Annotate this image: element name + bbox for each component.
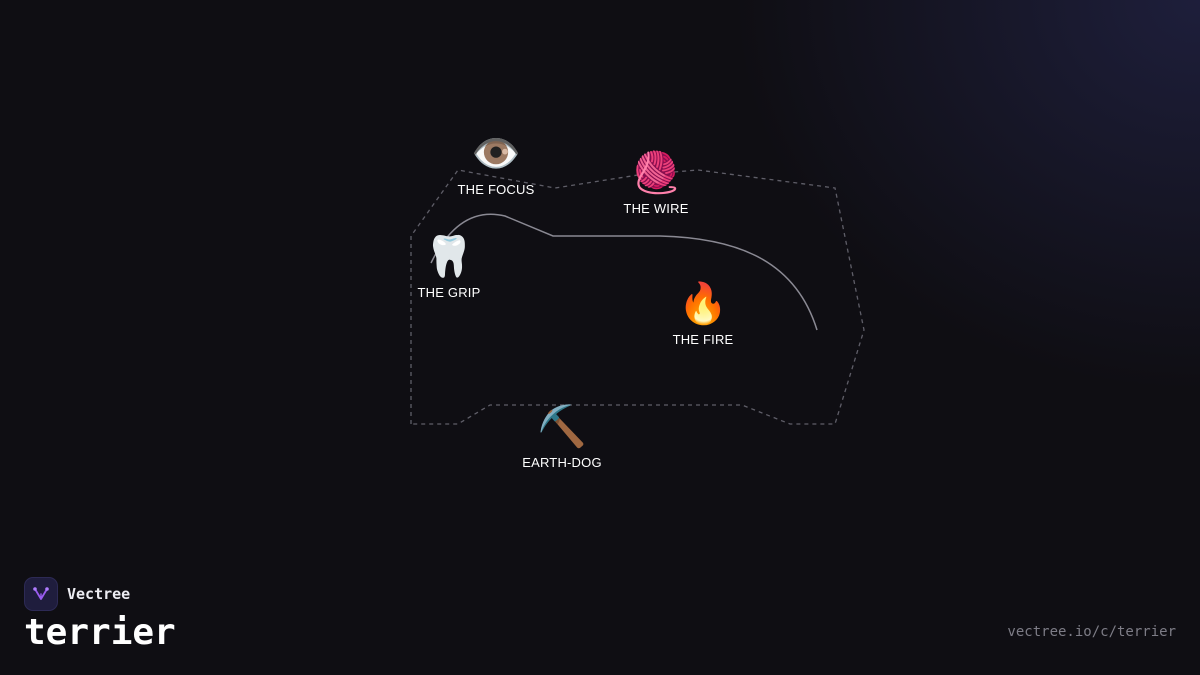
yarn-ball-icon: 🧶 <box>631 150 681 196</box>
node-the-wire[interactable]: 🧶 THE WIRE <box>576 149 736 216</box>
dog-silhouette-outline <box>410 169 865 425</box>
dog-back-line <box>430 213 818 331</box>
node-earth-dog[interactable]: ⛏️ EARTH-DOG <box>482 403 642 470</box>
node-the-fire[interactable]: 🔥 THE FIRE <box>623 280 783 347</box>
page-url[interactable]: vectree.io/c/terrier <box>1007 624 1176 640</box>
brand-name: Vectree <box>67 585 131 603</box>
node-label: EARTH-DOG <box>522 455 602 470</box>
tooth-icon: 🦷 <box>424 234 474 280</box>
node-label: THE FIRE <box>672 332 734 347</box>
page-title: terrier <box>24 612 176 653</box>
node-label: THE WIRE <box>623 201 689 216</box>
node-label: THE FOCUS <box>457 182 535 197</box>
node-label: THE GRIP <box>417 285 481 300</box>
vectree-logo-icon <box>24 577 58 611</box>
node-the-grip[interactable]: 🦷 THE GRIP <box>369 233 529 300</box>
pickaxe-icon: ⛏️ <box>537 404 587 450</box>
eye-icon: 👁️ <box>471 131 521 177</box>
brand[interactable]: Vectree <box>24 577 130 611</box>
fire-icon: 🔥 <box>678 281 728 327</box>
node-the-focus[interactable]: 👁️ THE FOCUS <box>416 130 576 197</box>
